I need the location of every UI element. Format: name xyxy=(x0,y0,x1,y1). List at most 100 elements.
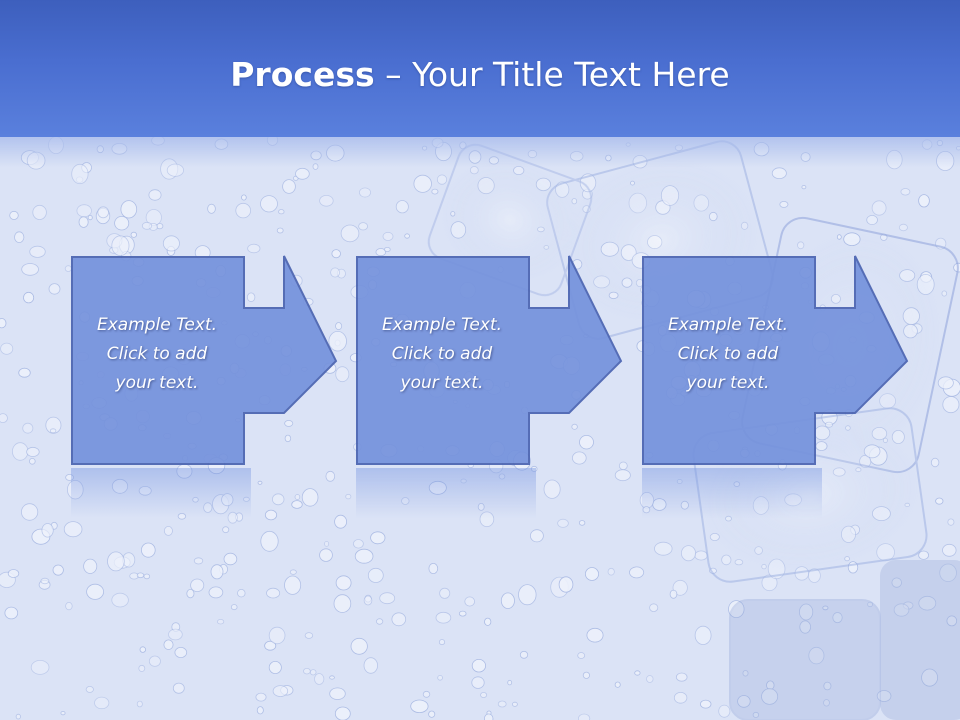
water-drop xyxy=(148,655,161,667)
water-drop xyxy=(471,659,486,673)
water-drop xyxy=(45,416,62,434)
water-drop xyxy=(947,518,955,526)
process-step-3[interactable]: Example Text. Click to add your text. xyxy=(642,255,932,518)
water-drop xyxy=(76,204,92,218)
water-drop xyxy=(460,478,467,484)
water-drop xyxy=(395,200,409,214)
water-drop xyxy=(15,713,21,720)
water-drop xyxy=(798,603,814,621)
water-drop xyxy=(41,523,54,538)
water-drop xyxy=(12,442,29,461)
water-drop xyxy=(431,188,439,195)
water-drop xyxy=(303,668,311,675)
water-drop xyxy=(86,583,104,600)
water-drop xyxy=(284,575,302,595)
water-drop xyxy=(301,488,319,507)
water-drop xyxy=(163,526,173,536)
water-drop xyxy=(210,564,224,580)
water-drop xyxy=(672,579,688,596)
water-drop xyxy=(335,366,350,383)
water-drop xyxy=(742,670,749,677)
water-drop xyxy=(235,202,252,219)
water-drop xyxy=(97,206,109,219)
water-drop xyxy=(921,668,938,687)
water-drop xyxy=(479,511,495,528)
water-drop xyxy=(680,500,689,510)
title-rest: – Your Title Text Here xyxy=(374,55,730,94)
water-drop xyxy=(29,245,46,258)
water-drop xyxy=(935,497,944,505)
process-step-1[interactable]: Example Text. Click to add your text. xyxy=(71,255,361,518)
water-drop xyxy=(464,596,476,607)
water-drop xyxy=(391,612,407,627)
water-drop xyxy=(428,710,436,718)
water-drop xyxy=(578,713,591,720)
water-drop xyxy=(404,233,410,239)
water-drop xyxy=(530,529,544,543)
water-drop xyxy=(428,480,447,495)
water-drop xyxy=(9,210,19,220)
water-drop xyxy=(866,214,878,225)
water-drop xyxy=(530,465,538,472)
water-drop xyxy=(23,291,35,304)
water-drop xyxy=(335,575,352,591)
water-drop xyxy=(375,248,387,257)
water-drop xyxy=(607,567,615,576)
water-drop xyxy=(498,473,506,480)
step-arrow-shape xyxy=(71,255,338,465)
water-drop xyxy=(350,637,368,655)
step-reflection xyxy=(642,468,822,518)
water-drop xyxy=(260,530,279,552)
water-drop xyxy=(71,163,89,185)
step-text[interactable]: Example Text. Click to add your text. xyxy=(77,311,237,398)
water-drop xyxy=(193,557,204,565)
water-drop xyxy=(111,592,129,608)
water-drop xyxy=(255,692,267,702)
water-drop xyxy=(586,627,604,643)
water-drop xyxy=(737,695,751,708)
water-drop xyxy=(358,222,369,231)
water-drop xyxy=(375,618,384,625)
water-drop xyxy=(272,493,285,506)
water-drop xyxy=(207,203,216,214)
water-drop xyxy=(519,650,529,659)
water-drop xyxy=(28,457,36,465)
water-drop xyxy=(512,701,518,707)
water-drop xyxy=(284,434,292,443)
water-drop xyxy=(458,610,467,617)
water-drop xyxy=(761,688,779,705)
water-drop xyxy=(694,550,708,561)
water-drop xyxy=(694,625,712,646)
water-drop xyxy=(471,676,485,689)
title-bold: Process xyxy=(230,55,375,94)
water-drop xyxy=(174,647,188,659)
water-drop xyxy=(85,686,94,693)
water-drop xyxy=(177,512,187,520)
water-drop xyxy=(130,231,137,238)
water-drop xyxy=(585,567,600,581)
water-drop xyxy=(382,231,394,241)
water-drop xyxy=(675,672,688,682)
water-drop xyxy=(328,331,347,352)
water-drop xyxy=(436,174,448,185)
water-drop xyxy=(484,617,492,626)
water-drop xyxy=(891,577,902,588)
process-step-2[interactable]: Example Text. Click to add your text. xyxy=(356,255,646,518)
water-drop xyxy=(63,521,83,538)
water-drop xyxy=(94,696,110,710)
water-drop xyxy=(221,493,234,507)
water-drop xyxy=(942,543,957,557)
water-drop xyxy=(40,577,50,585)
water-drop xyxy=(673,691,688,704)
step-text[interactable]: Example Text. Click to add your text. xyxy=(362,311,522,398)
step-text[interactable]: Example Text. Click to add your text. xyxy=(648,311,808,398)
water-drop xyxy=(334,514,348,529)
water-drop xyxy=(230,604,238,611)
water-drop xyxy=(618,461,628,470)
water-drop xyxy=(319,195,334,207)
water-drop xyxy=(256,706,264,715)
slide-title[interactable]: Process – Your Title Text Here xyxy=(0,55,960,95)
water-drop xyxy=(700,699,712,709)
water-drop xyxy=(246,292,256,303)
water-drop xyxy=(266,587,281,599)
